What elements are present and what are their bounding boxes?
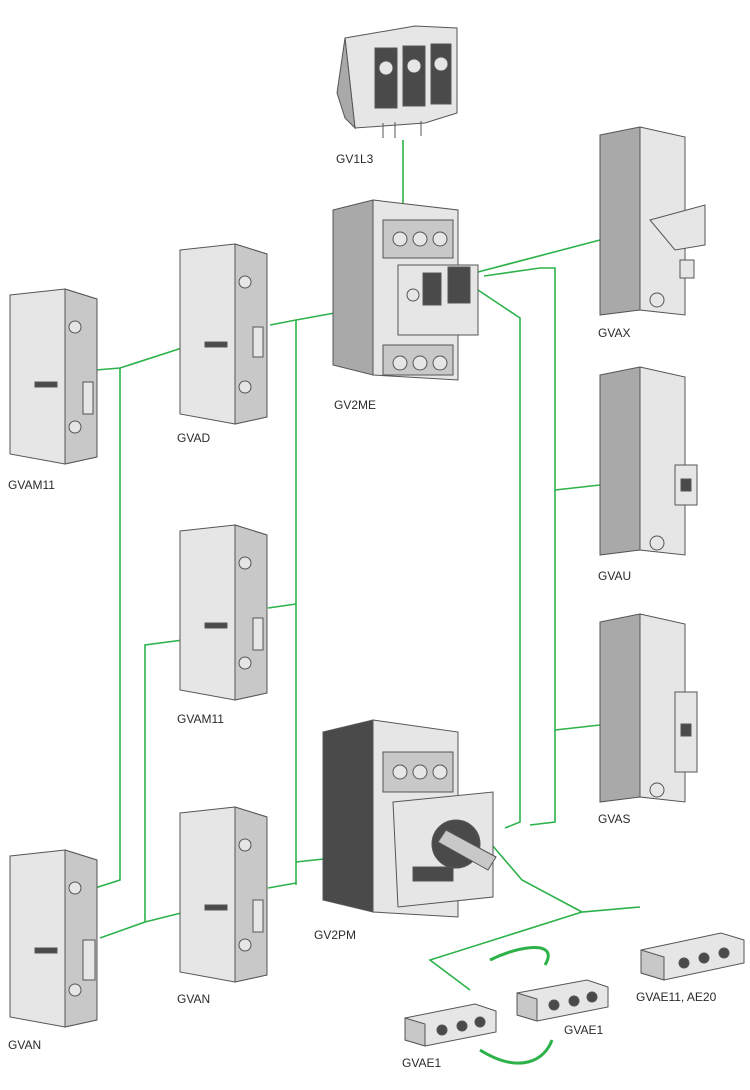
gvau-device <box>595 365 710 560</box>
wire-gvam11-mid <box>267 603 297 609</box>
wire-leftbus <box>94 368 121 889</box>
gvax-device <box>595 125 710 320</box>
gv1l3-device <box>335 18 465 138</box>
gvas-label: GVAS <box>598 812 631 826</box>
front-contact-block-icon <box>640 932 745 981</box>
gvae1-right-label: GVAE1 <box>564 1023 604 1037</box>
gv2pm-label: GV2PM <box>314 928 357 942</box>
side-module-icon <box>599 366 698 556</box>
gvam11-mid-label: GVAM11 <box>177 712 224 726</box>
side-module-icon <box>599 613 698 803</box>
gvae1-left-label: GVAE1 <box>402 1056 442 1070</box>
gvam11-mid-device <box>175 523 275 703</box>
gvam11-left-label: GVAM11 <box>8 478 55 492</box>
gv2me-device <box>328 195 488 385</box>
terminal-block-icon <box>336 25 458 138</box>
gvae11-device <box>636 925 746 983</box>
wire-bus-gvau <box>554 484 601 491</box>
gvau-label: GVAU <box>598 569 632 583</box>
gvae1-right-device <box>512 975 612 1025</box>
gvam11-left-device <box>5 287 105 467</box>
wire-gvan-left <box>99 911 186 939</box>
wire-gv2pm-gvae <box>491 844 641 913</box>
auxiliary-contact-icon <box>9 288 98 465</box>
rotary-motor-circuit-breaker-icon <box>322 719 497 918</box>
rotation-arrows <box>479 946 554 1065</box>
gvas-device <box>595 612 710 807</box>
gvan-mid-label: GVAN <box>177 992 211 1006</box>
gvan-mid-device <box>175 805 275 985</box>
gvad-device <box>175 242 275 427</box>
gvad-label: GVAD <box>177 431 211 445</box>
gv1l3-label: GV1L3 <box>336 152 374 166</box>
wire-gvae-bus-left <box>428 911 583 991</box>
auxiliary-contact-icon <box>9 849 98 1028</box>
front-contact-block-icon <box>516 979 609 1022</box>
gv2me-label: GV2ME <box>334 398 377 412</box>
gvan-left-label: GVAN <box>8 1038 42 1052</box>
wire-gv2me-gvax <box>477 239 601 273</box>
auxiliary-contact-icon <box>179 243 268 425</box>
auxiliary-contact-icon <box>179 524 268 701</box>
auxiliary-contact-icon <box>179 806 268 983</box>
wire-gvan-mid <box>267 882 297 889</box>
side-module-icon <box>599 126 706 316</box>
wire-gvam11-left <box>95 346 186 371</box>
wire-bus-gvas <box>554 724 601 731</box>
wire-gv2me-rightbus <box>483 267 556 826</box>
front-contact-block-icon <box>404 1003 497 1047</box>
gv2pm-device <box>318 712 518 924</box>
motor-circuit-breaker-icon <box>332 199 479 381</box>
gvax-label: GVAX <box>598 326 631 340</box>
gvae11-label: GVAE11, AE20 <box>636 990 717 1004</box>
wire-gvam11-mid-left <box>144 639 184 922</box>
gvan-left-device <box>5 848 105 1030</box>
gvae1-left-device <box>400 998 500 1050</box>
